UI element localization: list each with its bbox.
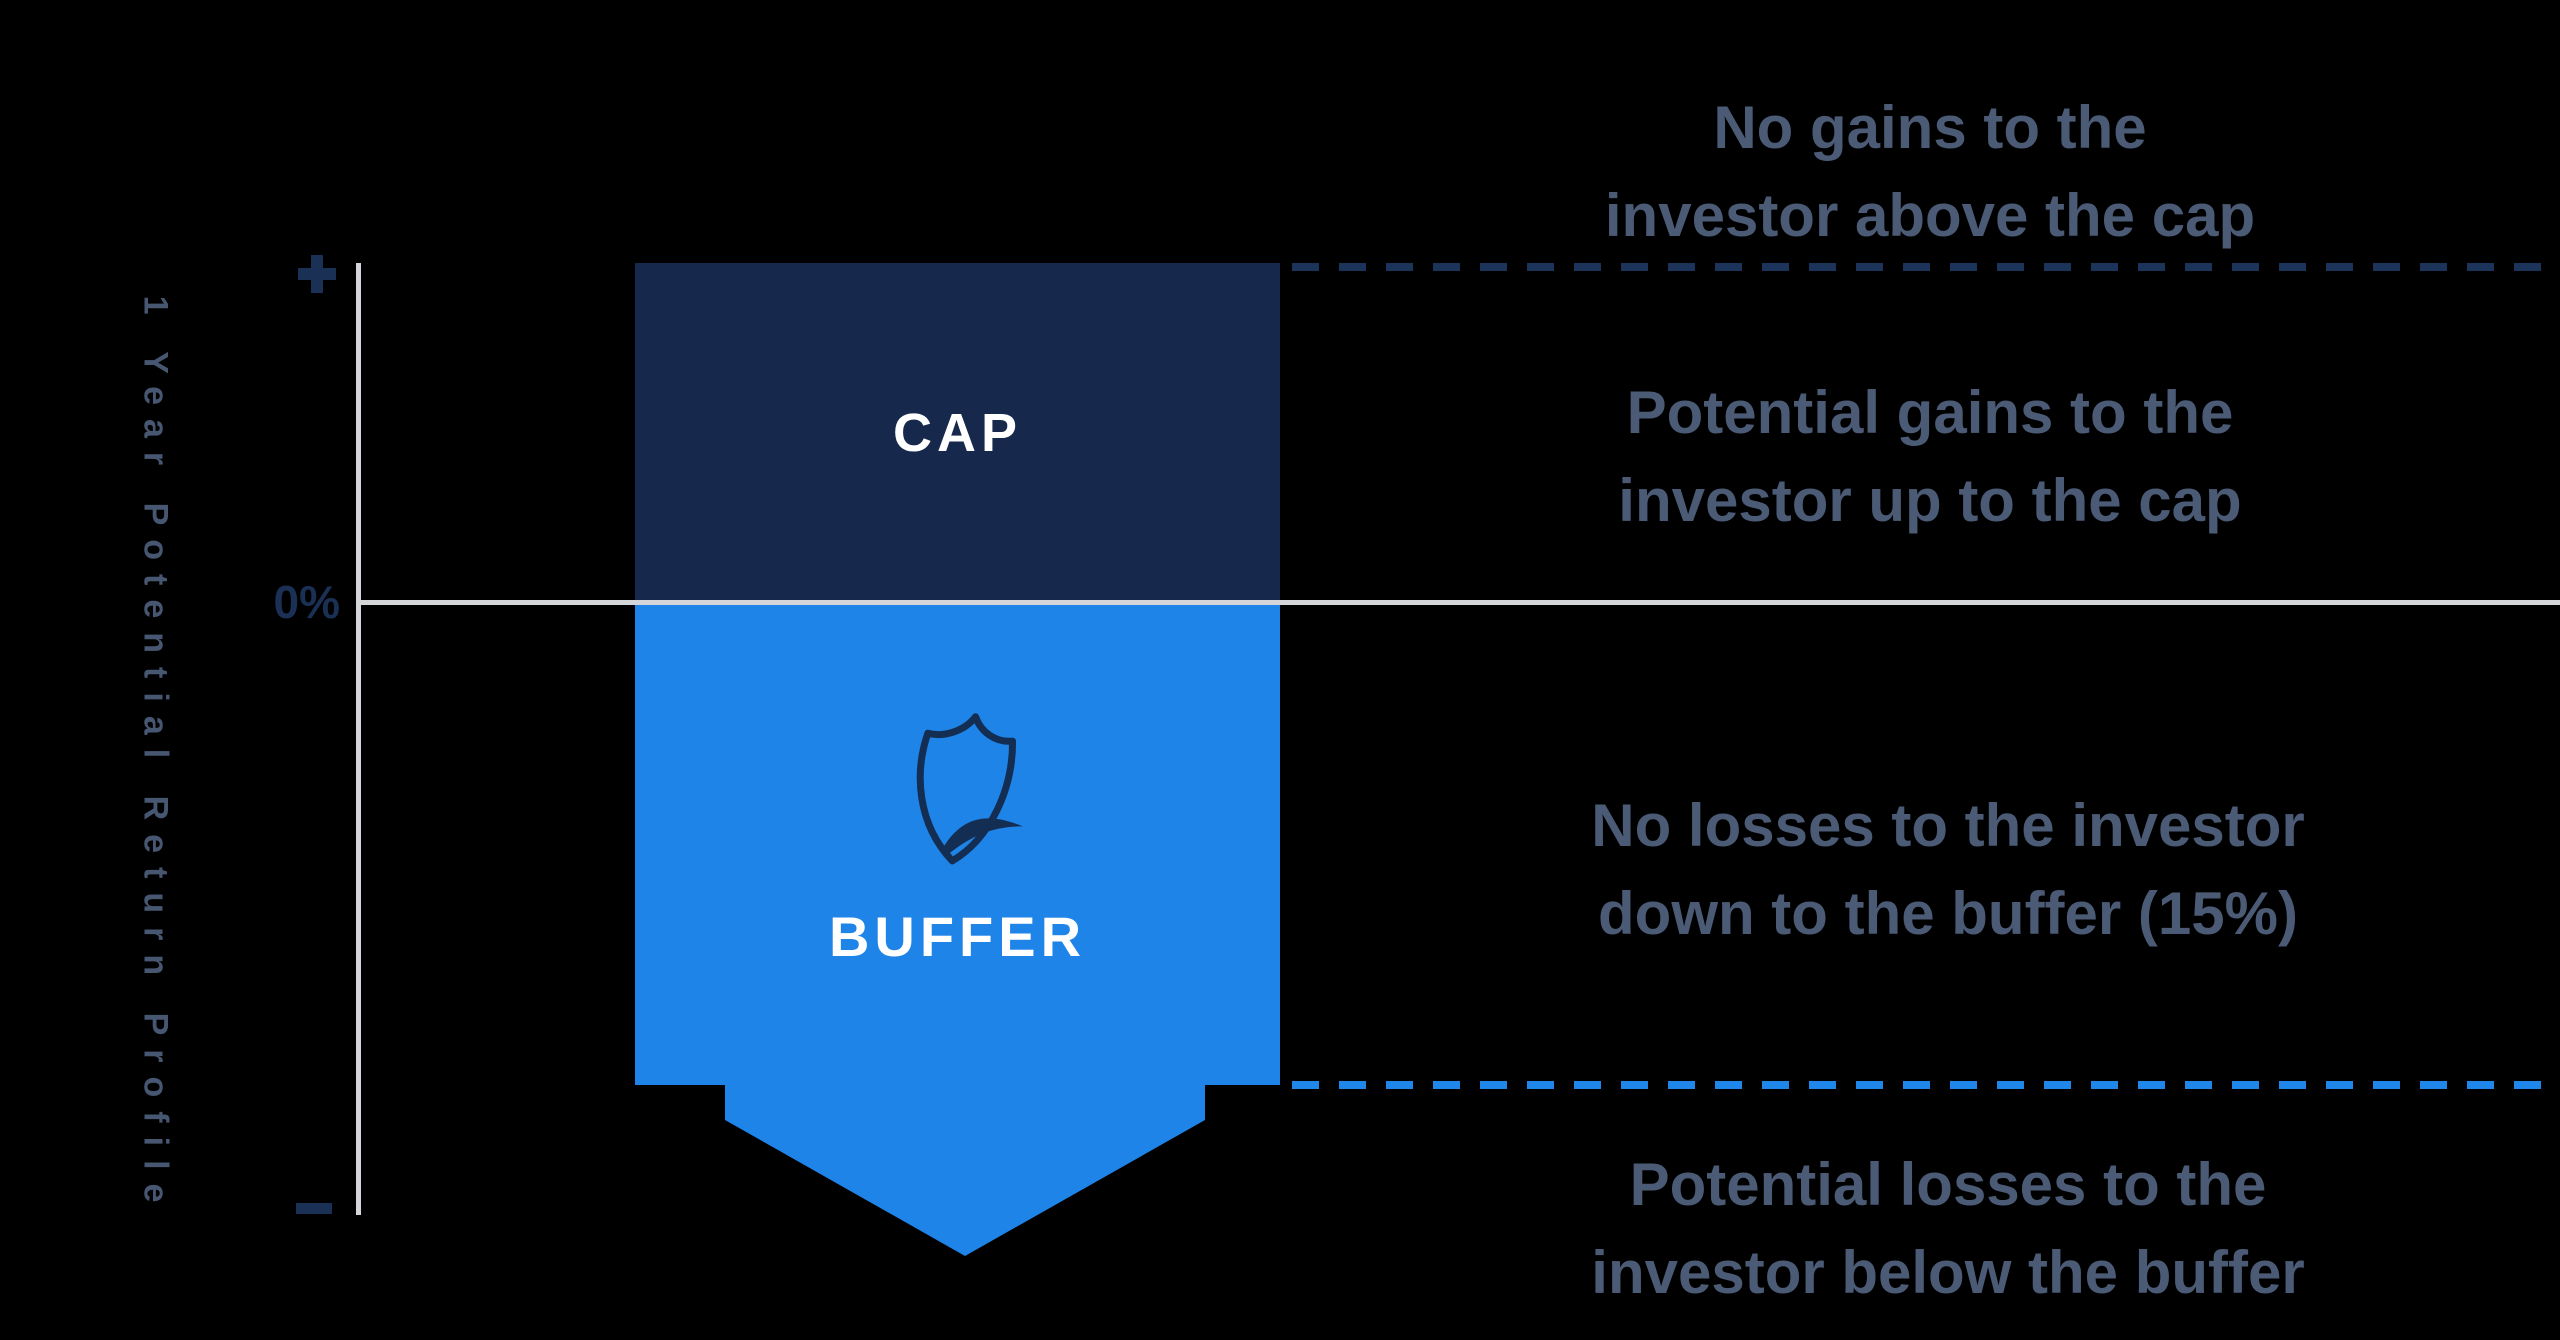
annotation-line: No gains to the bbox=[1713, 94, 2147, 161]
annotation-potential-gains: Potential gains to the investor up to th… bbox=[1330, 369, 2530, 545]
annotation-line: investor up to the cap bbox=[1618, 467, 2242, 534]
annotation-line: down to the buffer (15%) bbox=[1598, 880, 2298, 947]
annotation-line: investor below the buffer bbox=[1591, 1239, 2305, 1306]
annotation-line: Potential losses to the bbox=[1629, 1151, 2267, 1218]
cap-region: CAP bbox=[635, 263, 1280, 602]
zero-percent-line bbox=[356, 600, 2560, 605]
annotation-line: Potential gains to the bbox=[1626, 379, 2234, 446]
shield-icon bbox=[916, 713, 1023, 865]
plus-icon bbox=[298, 255, 336, 293]
buffer-dashed-line bbox=[1292, 1081, 2560, 1089]
plus-icon-bar bbox=[311, 255, 323, 293]
annotation-line: No losses to the investor bbox=[1591, 792, 2305, 859]
zero-percent-label: 0% bbox=[273, 576, 340, 628]
buffer-region bbox=[635, 602, 1280, 1256]
annotation-no-gains: No gains to the investor above the cap bbox=[1330, 84, 2530, 260]
y-axis-line bbox=[356, 263, 361, 1215]
annotation-potential-losses: Potential losses to the investor below t… bbox=[1348, 1141, 2548, 1317]
cap-dashed-line bbox=[1292, 263, 2560, 271]
cap-label: CAP bbox=[892, 402, 1022, 463]
annotation-no-losses: No losses to the investor down to the bu… bbox=[1348, 782, 2548, 958]
y-axis-title: 1 Year Potential Return Profile bbox=[136, 295, 175, 1217]
buffer-label: BUFFER bbox=[828, 904, 1087, 968]
minus-icon bbox=[296, 1203, 332, 1214]
annotation-line: investor above the cap bbox=[1604, 182, 2256, 249]
